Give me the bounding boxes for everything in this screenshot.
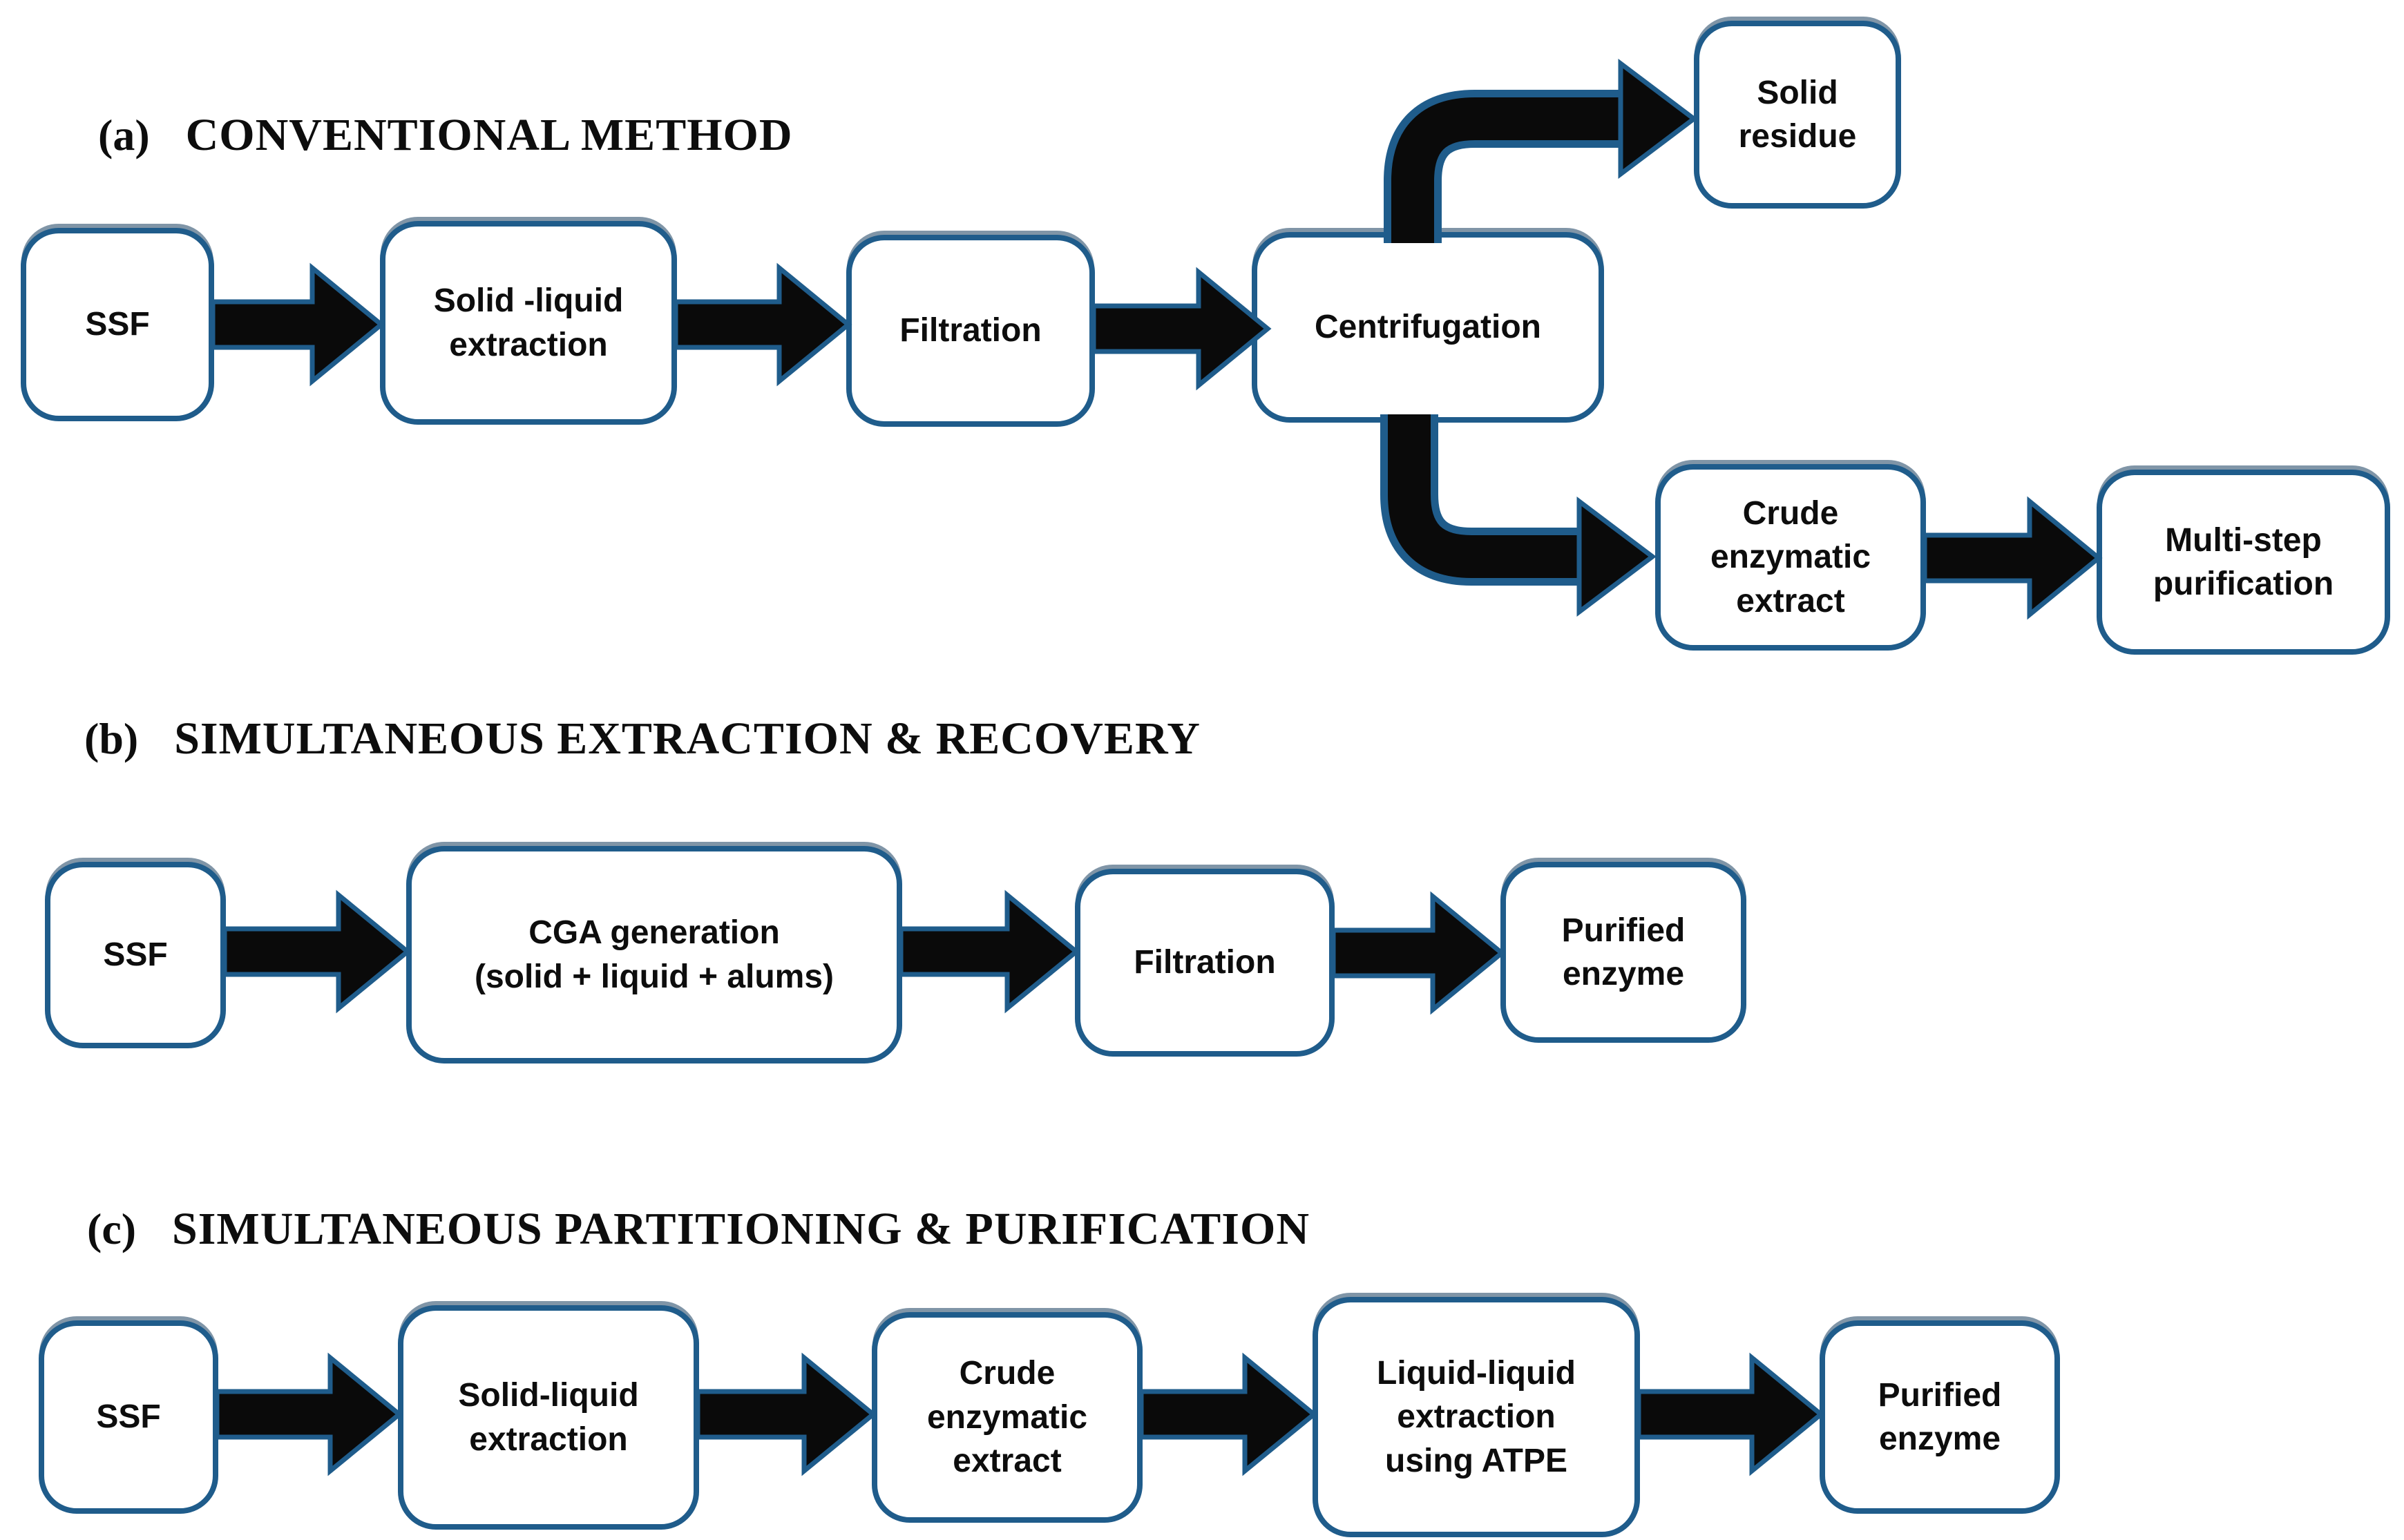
flow-arrow-a-centrifugation-to-crude-extract-icon (1380, 414, 1657, 617)
box-crude-enzymatic-extract-c: Crude enzymatic extract (872, 1312, 1143, 1523)
section-a-title: CONVENTIONAL METHOD (185, 110, 793, 160)
section-a-heading: (a) CONVENTIONAL METHOD (98, 109, 793, 162)
box-label: SSF (96, 1398, 161, 1436)
box-solid-liquid-extraction-c: Solid-liquid extraction (398, 1305, 699, 1530)
section-b-label: (b) (84, 714, 139, 763)
section-a-label: (a) (98, 110, 150, 160)
section-b-title: SIMULTANEOUS EXTRACTION & RECOVERY (174, 713, 1201, 764)
box-purified-enzyme-c: Purified enzyme (1820, 1320, 2060, 1514)
elbow-arrowhead (1576, 496, 1657, 617)
flow-arrow-a-crude-to-multistep-icon (1922, 496, 2103, 620)
box-crude-enzymatic-extract-a: Crude enzymatic extract (1655, 464, 1926, 651)
flow-arrow-c-lle-to-purified-icon (1636, 1352, 1825, 1476)
elbow-arrowhead (1618, 58, 1698, 180)
elbow-outline (1380, 414, 1579, 586)
box-label: Liquid-liquid extraction using ATPE (1377, 1354, 1576, 1479)
box-ssf-a: SSF (21, 228, 214, 421)
box-label: Centrifugation (1315, 309, 1541, 346)
section-c-title: SIMULTANEOUS PARTITIONING & PURIFICATION (172, 1204, 1310, 1254)
box-cga-generation: CGA generation (solid + liquid + alums) (406, 846, 902, 1063)
elbow-core (1391, 97, 1621, 243)
box-centrifugation: Centrifugation (1252, 232, 1604, 423)
box-filtration-b: Filtration (1075, 869, 1335, 1057)
box-liquid-liquid-extraction-atpe: Liquid-liquid extraction using ATPE (1313, 1297, 1640, 1537)
flow-arrow-b-cga-to-filtration-icon (898, 889, 1080, 1014)
box-label: Filtration (1134, 944, 1276, 981)
flow-arrow-b-filtration-to-purified-icon (1330, 891, 1506, 1015)
flow-arrow-c-extraction-to-crude-icon (695, 1352, 877, 1476)
box-label: Purified enzyme (1561, 912, 1686, 992)
box-label: CGA generation (solid + liquid + alums) (474, 914, 834, 995)
flow-arrow-b-ssf-to-cga-icon (222, 889, 412, 1014)
section-c-heading: (c) SIMULTANEOUS PARTITIONING & PURIFICA… (87, 1203, 1310, 1255)
flow-arrow-a-ssf-to-extraction-icon (210, 262, 385, 387)
box-label: Crude enzymatic extract (926, 1355, 1088, 1480)
flow-arrow-c-ssf-to-extraction-icon (214, 1352, 403, 1476)
flow-arrow-a-extraction-to-filtration-icon (673, 262, 852, 387)
box-label: Solid residue (1738, 74, 1857, 155)
elbow-core (1388, 414, 1579, 578)
section-c-label: (c) (87, 1204, 137, 1253)
box-label: SSF (103, 936, 168, 974)
box-label: Solid -liquid extraction (433, 282, 624, 363)
box-filtration-a: Filtration (846, 235, 1095, 427)
box-label: Filtration (899, 312, 1042, 349)
box-solid-residue: Solid residue (1694, 21, 1901, 209)
flow-arrow-a-centrifugation-to-solid-residue-icon (1384, 58, 1698, 243)
box-label: Solid-liquid extraction (458, 1377, 639, 1458)
box-label: Crude enzymatic extract (1710, 494, 1871, 619)
elbow-outline (1384, 90, 1621, 243)
box-solid-liquid-extraction-a: Solid -liquid extraction (380, 221, 677, 425)
box-ssf-c: SSF (39, 1320, 218, 1514)
box-ssf-b: SSF (45, 862, 226, 1048)
section-b-heading: (b) SIMULTANEOUS EXTRACTION & RECOVERY (84, 713, 1201, 765)
box-label: Purified enzyme (1878, 1376, 2002, 1457)
flow-arrow-a-filtration-to-centrifugation-icon (1091, 267, 1272, 391)
box-multi-step-purification: Multi-step purification (2097, 470, 2390, 655)
box-purified-enzyme-b: Purified enzyme (1500, 862, 1746, 1043)
flow-arrow-c-crude-to-lle-icon (1138, 1352, 1318, 1476)
box-label: SSF (85, 306, 150, 343)
box-label: Multi-step purification (2153, 521, 2334, 602)
